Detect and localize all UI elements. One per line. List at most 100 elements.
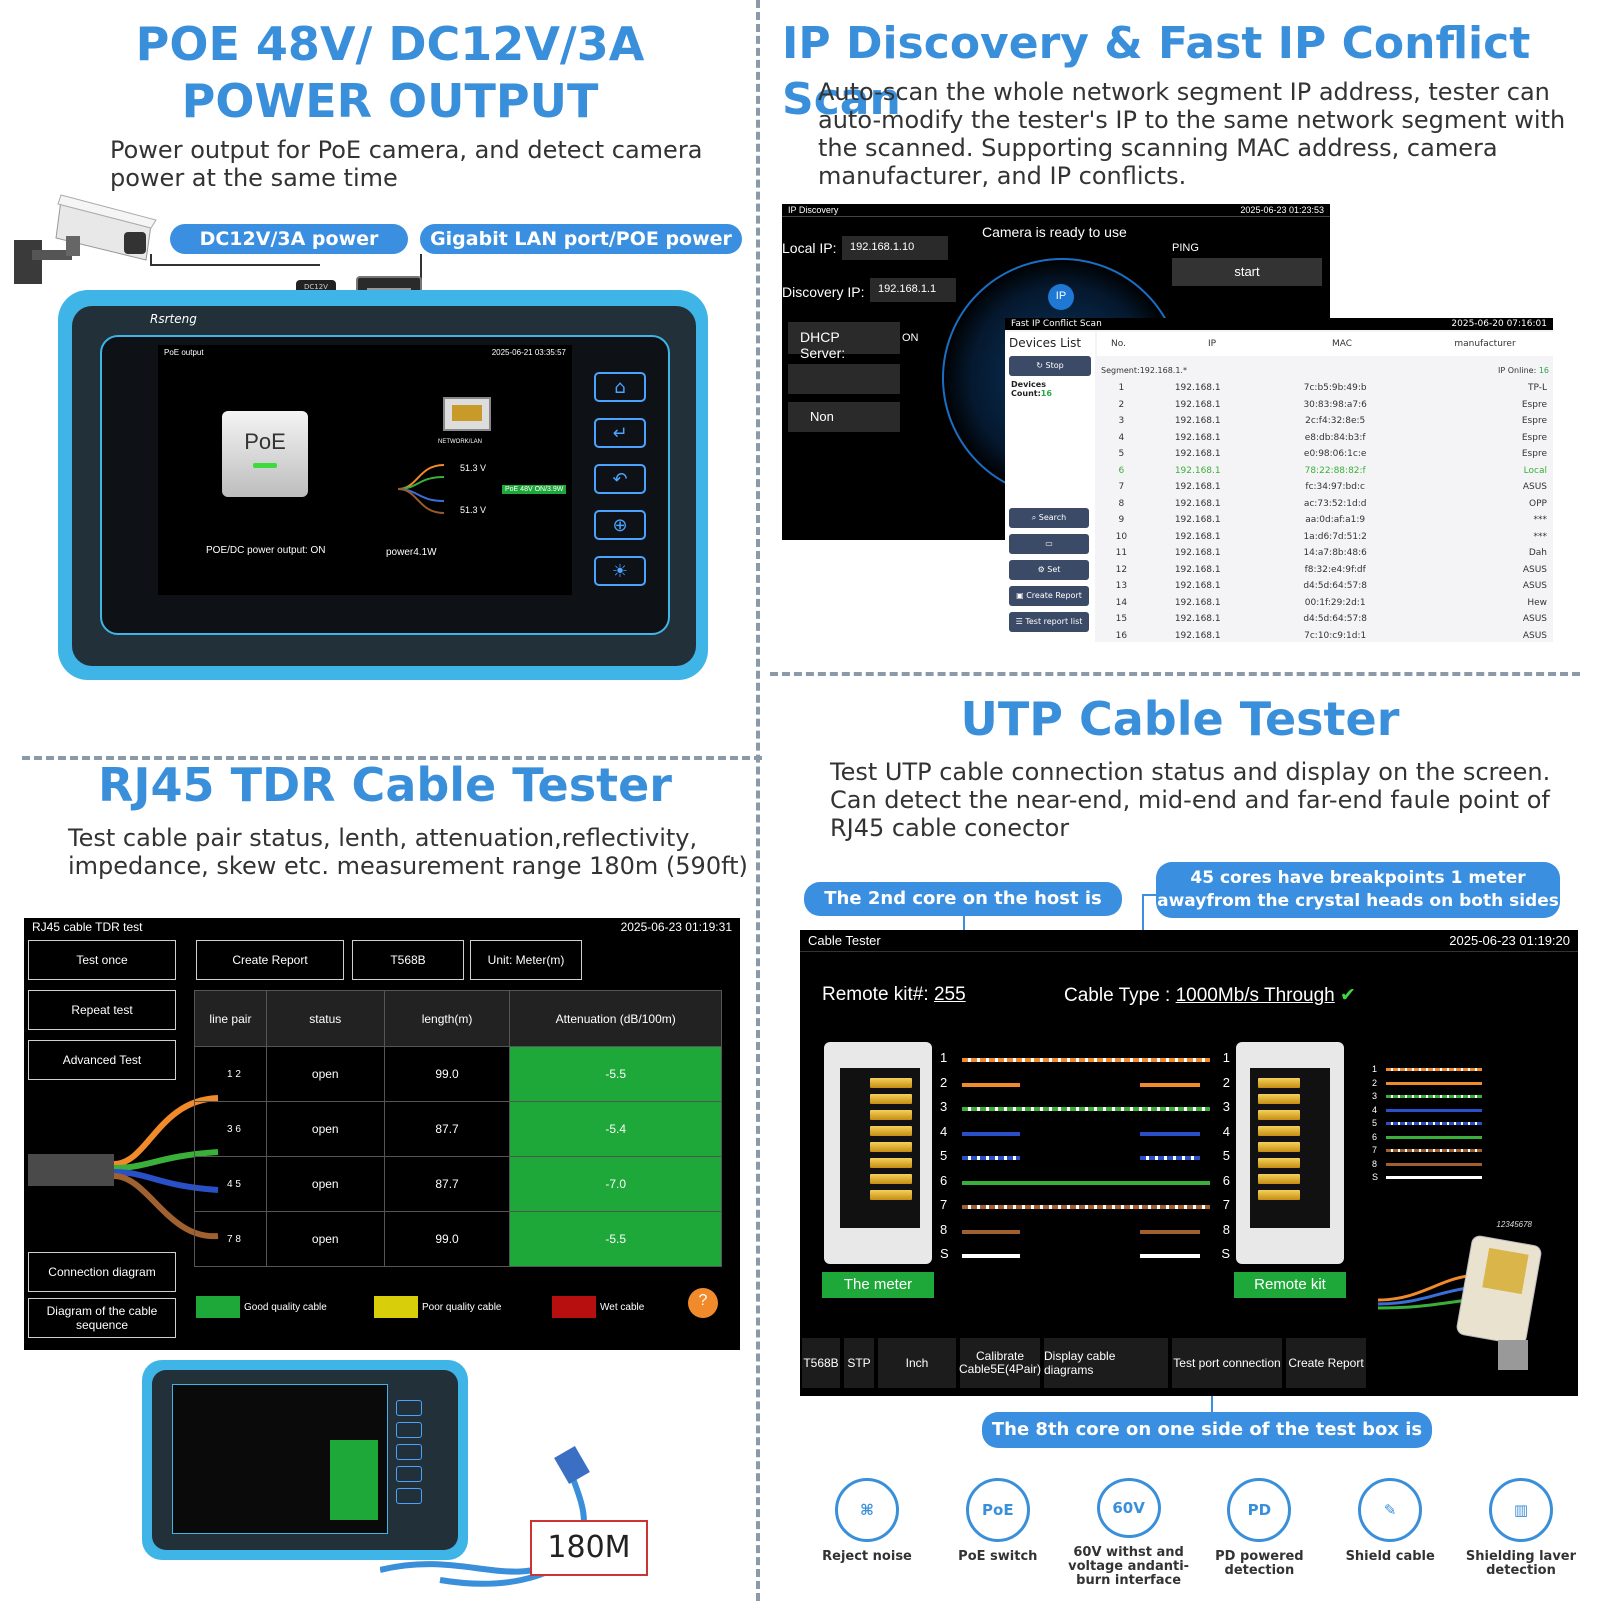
utp-desc-line2: Can detect the near-end, mid-end and far…	[830, 786, 1550, 814]
range-label: 180M	[530, 1520, 648, 1576]
enter-icon[interactable]: ↵	[594, 418, 646, 448]
vertical-divider	[756, 0, 760, 1601]
inch-button[interactable]: Inch	[878, 1338, 956, 1388]
connector-pin	[1258, 1126, 1300, 1136]
summary-pin-label: 3	[1372, 1091, 1378, 1101]
calibrate-button[interactable]: Calibrate Cable5E(4Pair)	[959, 1338, 1041, 1388]
tdr-create-report-button[interactable]: Create Report	[196, 940, 344, 980]
summary-wire	[1386, 1135, 1482, 1139]
meter-connector-icon	[824, 1042, 932, 1264]
callout-test-box-faulty: The 8th core on one side of the test box…	[982, 1412, 1432, 1476]
start-button[interactable]: start	[1172, 258, 1322, 286]
back-icon[interactable]: ↶	[594, 464, 646, 494]
stop-button[interactable]: ↻ Stop	[1009, 356, 1091, 376]
poe-desc-line2: power at the same time	[110, 164, 398, 192]
ip-desc-line1: Auto-scan the whole network segment IP a…	[818, 78, 1550, 106]
connector-pin	[870, 1158, 912, 1168]
utp-screen-title: Cable Tester	[808, 933, 881, 948]
set-button[interactable]: ⚙ Set	[1009, 560, 1089, 580]
cable-sequence-button[interactable]: Diagram of the cable sequence	[28, 1298, 176, 1338]
monitor-button[interactable]: ▭	[1009, 534, 1089, 554]
discovery-ip-field[interactable]: 192.168.1.1	[870, 278, 956, 302]
wire-icon	[397, 457, 446, 517]
legend-wet: Wet cable	[600, 1302, 645, 1313]
summary-wire	[1386, 1081, 1482, 1085]
wire-segment	[1140, 1082, 1200, 1087]
advanced-test-button[interactable]: Advanced Test	[28, 1040, 176, 1080]
summary-wire	[1386, 1095, 1482, 1098]
stp-button[interactable]: STP	[844, 1338, 874, 1388]
utp-create-report-button[interactable]: Create Report	[1286, 1338, 1366, 1388]
summary-pin-label: 2	[1372, 1077, 1378, 1088]
connector-pin	[1258, 1174, 1300, 1184]
devices-list-heading: Devices List	[1009, 336, 1082, 350]
summary-pin-label: 8	[1372, 1158, 1378, 1169]
feature-label: 60V withst and voltage andanti-burn inte…	[1068, 1545, 1190, 1588]
rj45-plug-image: 12345678	[1377, 1220, 1568, 1370]
ip-desc-line3: the scanned. Supporting scanning MAC add…	[818, 134, 1498, 162]
t568b-button[interactable]: T568B	[352, 940, 464, 980]
connector-pin	[1258, 1094, 1300, 1104]
poe-screen-time: 2025-06-21 03:35:57	[491, 348, 566, 357]
brightness-icon[interactable]: ☀	[594, 556, 646, 586]
home-icon[interactable]: ⌂	[594, 372, 646, 402]
utp-screen: Cable Tester 2025-06-23 01:19:20 Remote …	[800, 930, 1578, 1396]
wire-segment	[962, 1205, 1210, 1209]
help-icon[interactable]: ?	[688, 1288, 718, 1318]
noise-icon: ⌘	[835, 1478, 899, 1542]
pill-dc-output: DC12V/3A power output	[170, 224, 408, 280]
test-port-button[interactable]: Test port connection	[1172, 1338, 1282, 1388]
display-diagrams-button[interactable]: Display cable diagrams	[1044, 1338, 1168, 1388]
search-button[interactable]: ⌕ Search	[1009, 508, 1089, 528]
utp-t568b-button[interactable]: T568B	[802, 1338, 840, 1388]
connector-pin	[1258, 1142, 1300, 1152]
wire-segment	[962, 1082, 1020, 1087]
ip-title: IP Discovery & Fast IP Conflict Scan	[782, 18, 1531, 125]
camera-image	[6, 180, 166, 290]
feature-item: ✎Shield cable	[1327, 1478, 1453, 1588]
connection-diagram-button[interactable]: Connection diagram	[28, 1252, 176, 1292]
dhcp-server-value: ON	[902, 332, 919, 344]
repeat-test-button[interactable]: Repeat test	[28, 990, 176, 1030]
summary-wire	[1386, 1122, 1482, 1125]
callout-host-faulty: The 2nd core on the host is faulty	[804, 882, 1122, 943]
remote-kit-value: 255	[933, 984, 966, 1005]
zoom-icon[interactable]: ⊕	[594, 510, 646, 540]
tdr-screen: RJ45 cable TDR test 2025-06-23 01:19:31 …	[24, 918, 740, 1350]
check-icon: ✔	[1340, 985, 1356, 1006]
wire-segment	[962, 1156, 1020, 1160]
test-report-list-button[interactable]: ☰ Test report list	[1009, 612, 1089, 632]
unit-button[interactable]: Unit: Meter(m)	[470, 940, 582, 980]
local-ip-field[interactable]: 192.168.1.10	[842, 236, 948, 260]
poe-desc-line1: Power output for PoE camera, and detect …	[110, 136, 703, 164]
test-once-button[interactable]: Test once	[28, 940, 176, 980]
pill-lan-output: Gigabit LAN port/POE power output	[420, 224, 742, 280]
create-report-button[interactable]: ▣ Create Report	[1009, 586, 1089, 606]
